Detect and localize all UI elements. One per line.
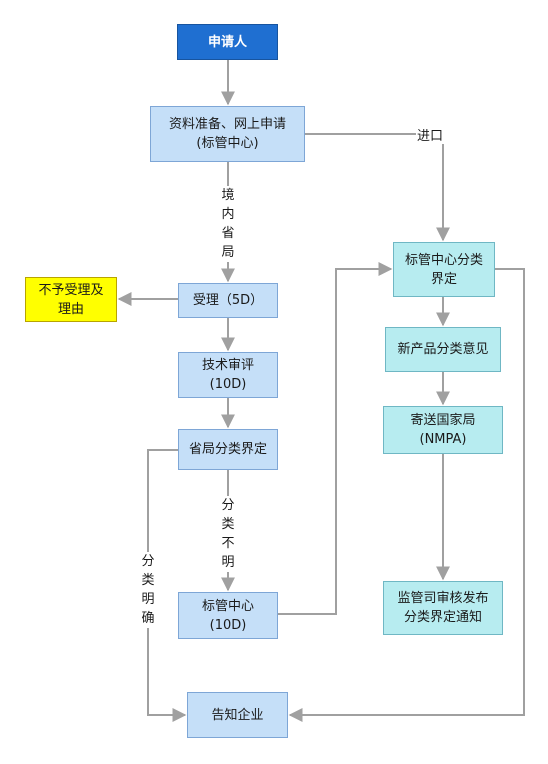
label-clear-char: 确 <box>141 611 155 626</box>
node-send-nmpa-line1: 寄送国家局 <box>410 413 476 428</box>
edge-prepare-to-center-classify <box>305 133 450 242</box>
label-clear-char: 分 <box>141 554 155 569</box>
node-reject-line1: 不予受理及 <box>38 282 104 298</box>
node-accept: 受理（5D） <box>178 283 278 318</box>
label-domestic-province: 境 内 省 局 <box>220 186 236 262</box>
node-center-classify-line2: 界定 <box>430 271 457 287</box>
label-clear-char: 明 <box>141 592 155 607</box>
node-new-product-opinion: 新产品分类意见 <box>385 327 501 372</box>
node-send-nmpa-line2: (NMPA) <box>419 432 467 447</box>
node-send-nmpa: 寄送国家局 (NMPA) <box>383 406 503 454</box>
node-prepare-line1: 资料准备、网上申请 <box>168 117 286 132</box>
node-prepare: 资料准备、网上申请 (标管中心) <box>150 106 305 162</box>
edge-std-center-to-center-classify <box>278 262 393 615</box>
node-publish: 监管司审核发布 分类界定通知 <box>383 581 503 635</box>
node-applicant: 申请人 <box>177 24 278 60</box>
label-classification-clear: 分 类 明 确 <box>140 552 156 628</box>
node-center-classify-line1: 标管中心分类 <box>404 252 483 268</box>
label-domestic-char: 局 <box>221 245 235 260</box>
label-unclear-char: 分 <box>221 498 235 513</box>
node-tech-review-line2: (10D) <box>209 377 247 392</box>
label-unclear-char: 类 <box>221 517 235 532</box>
node-accept-label: 受理（5D） <box>192 293 264 308</box>
node-std-center-line1: 标管中心 <box>201 598 254 614</box>
label-domestic-char: 内 <box>221 207 235 222</box>
node-std-center: 标管中心 (10D) <box>178 592 278 639</box>
label-classification-unclear: 分 类 不 明 <box>220 496 236 572</box>
node-applicant-label: 申请人 <box>207 34 247 50</box>
node-publish-line2: 分类界定通知 <box>403 610 482 625</box>
node-new-product-opinion-label: 新产品分类意见 <box>397 342 489 357</box>
label-domestic-char: 境 <box>221 188 235 203</box>
node-publish-line1: 监管司审核发布 <box>397 591 489 606</box>
node-std-center-line2: (10D) <box>209 617 247 633</box>
label-domestic-char: 省 <box>221 226 235 241</box>
edge-center-to-notify <box>288 268 525 722</box>
label-import-text: 进口 <box>417 129 444 144</box>
node-province-classify-label: 省局分类界定 <box>188 442 267 457</box>
node-notify-label: 告知企业 <box>211 707 264 723</box>
node-prepare-line2: (标管中心) <box>196 136 259 151</box>
label-unclear-char: 明 <box>221 555 235 570</box>
node-reject-line2: 理由 <box>57 301 84 317</box>
label-import: 进口 <box>416 125 445 144</box>
node-tech-review: 技术审评 (10D) <box>178 352 278 398</box>
node-province-classify: 省局分类界定 <box>178 429 278 470</box>
node-tech-review-line1: 技术审评 <box>201 358 254 373</box>
label-clear-char: 类 <box>141 573 155 588</box>
node-notify: 告知企业 <box>187 692 288 738</box>
node-reject: 不予受理及 理由 <box>25 277 117 322</box>
label-unclear-char: 不 <box>221 536 235 551</box>
node-center-classify: 标管中心分类 界定 <box>393 242 495 297</box>
